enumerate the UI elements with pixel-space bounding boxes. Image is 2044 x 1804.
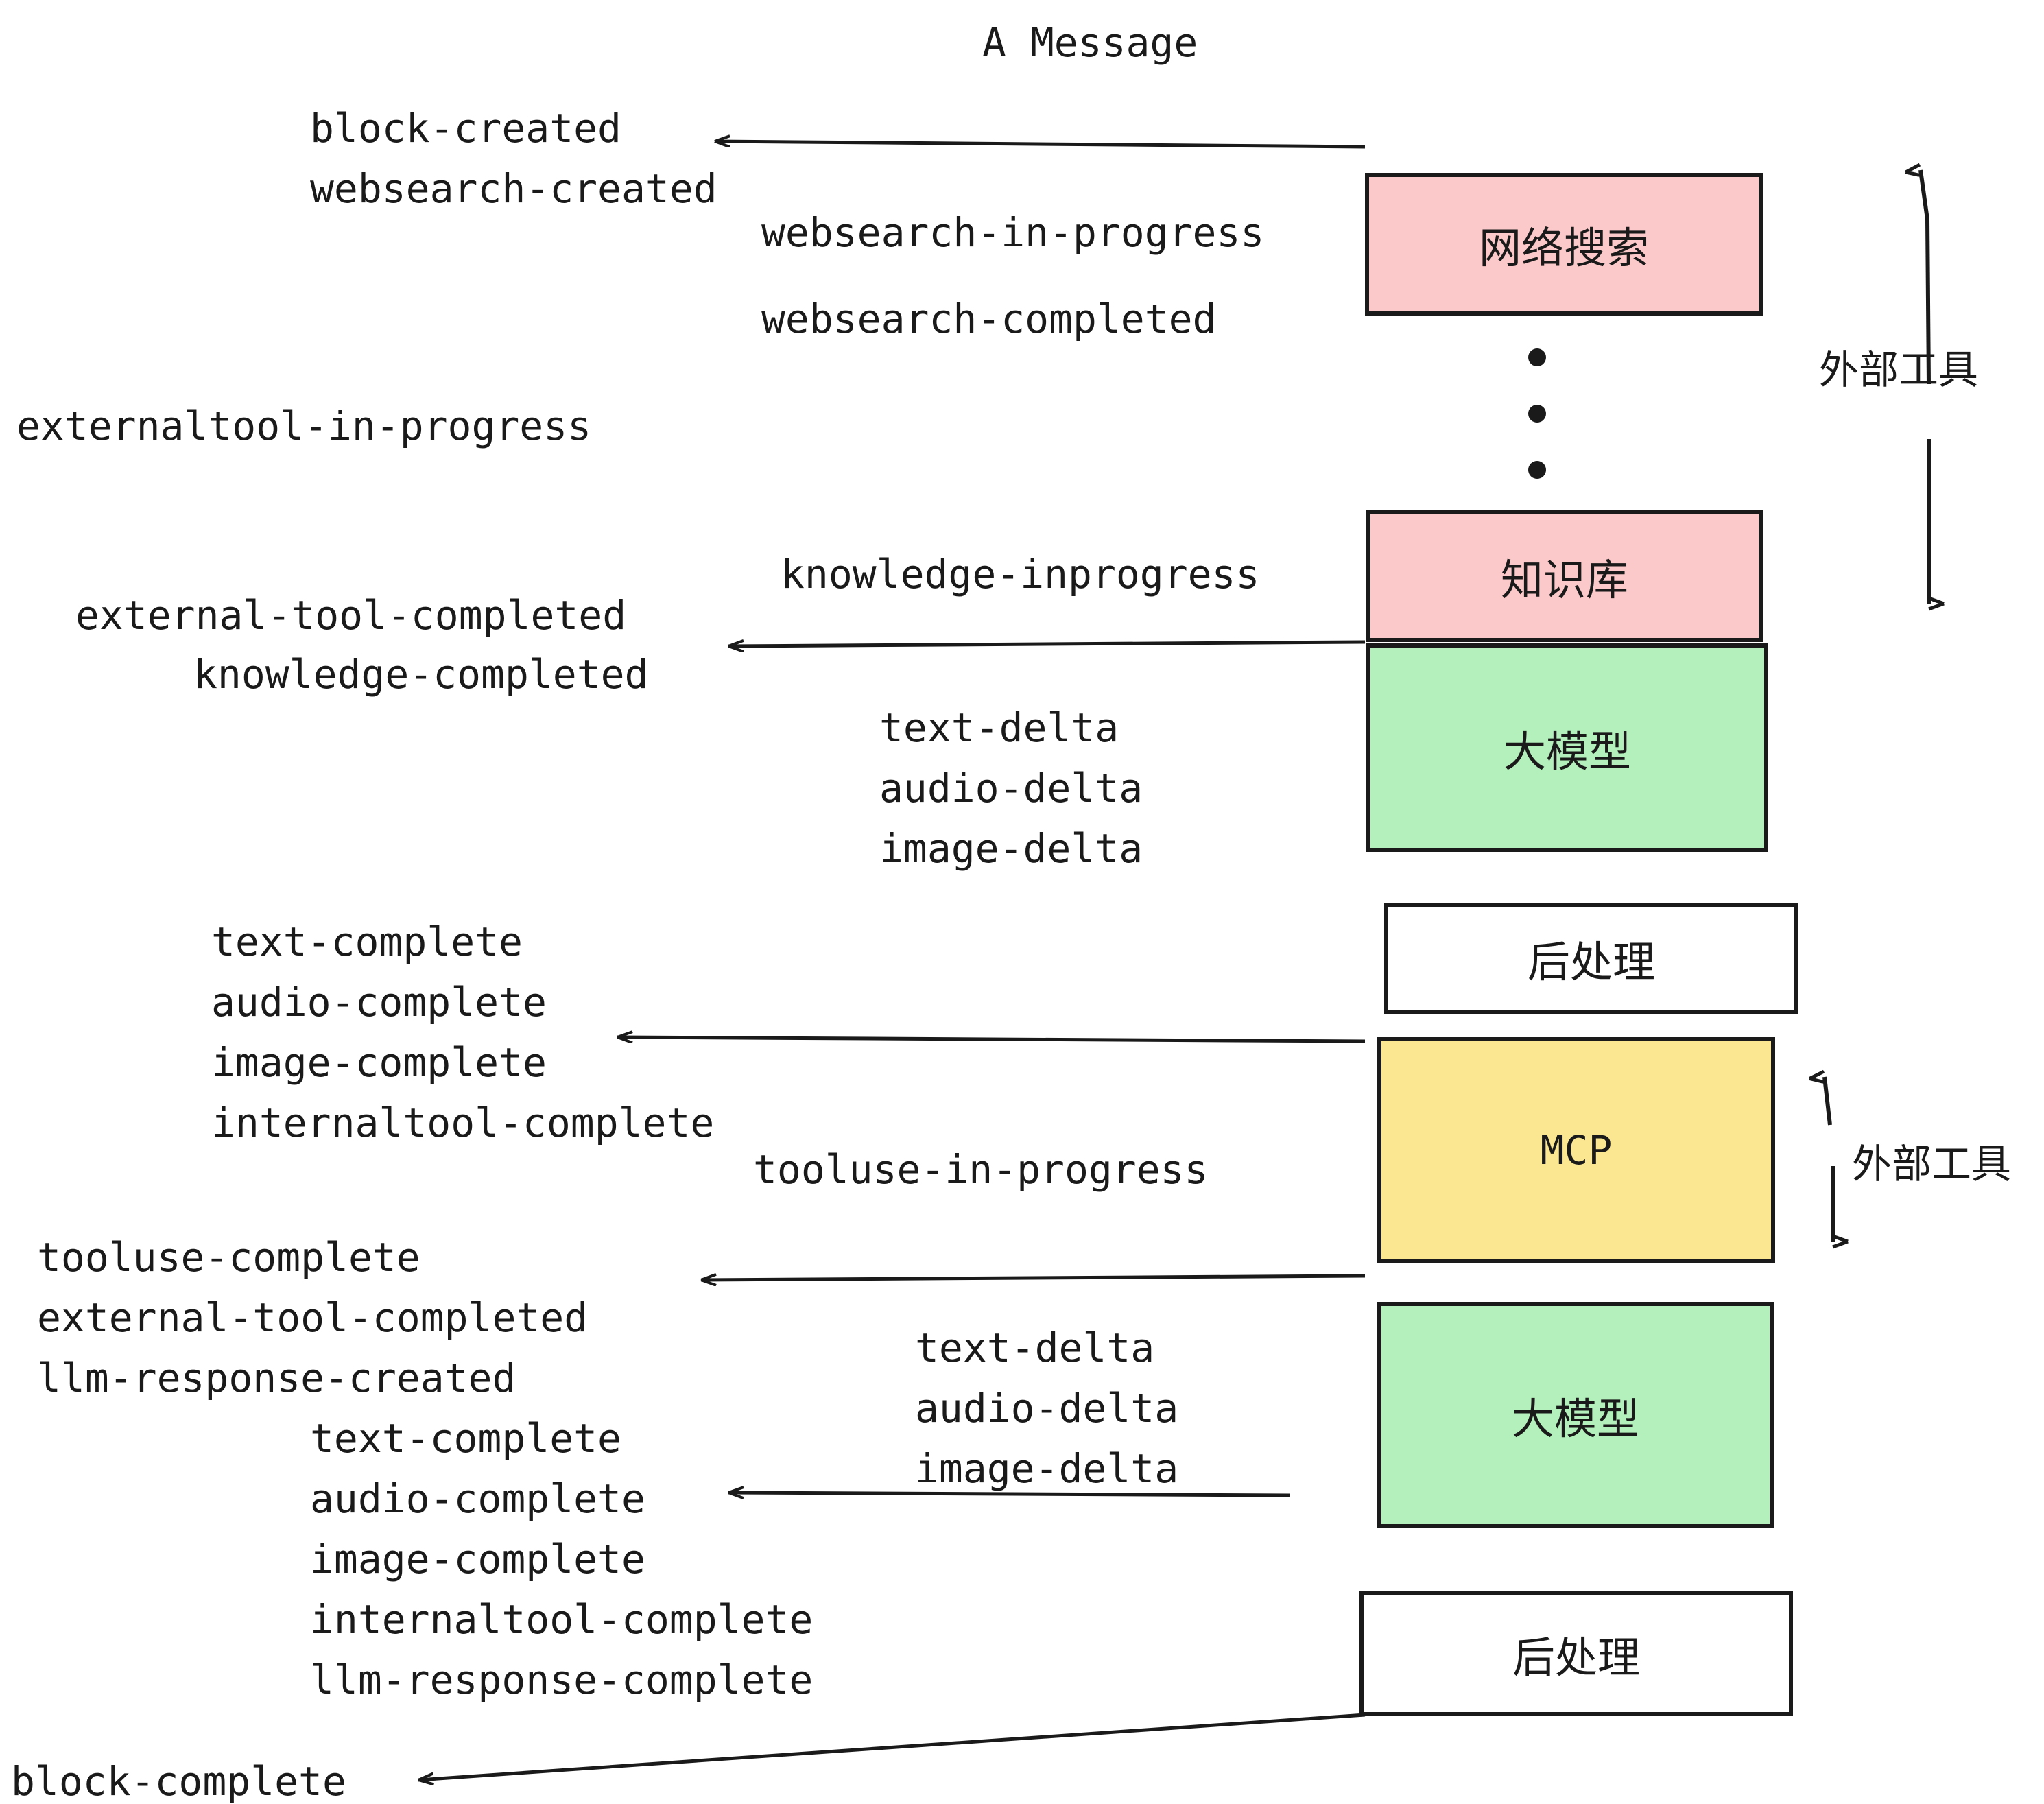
node-postprocess-1[interactable]: 后处理 [1384,903,1798,1014]
event-text-complete-1: text-complete [211,918,523,965]
event-websearch-created: websearch-created [310,165,717,212]
event-block-created: block-created [310,105,621,152]
event-audio-delta-2: audio-delta [915,1385,1179,1432]
event-text-delta-1: text-delta [879,704,1119,751]
event-llm-response-complete: llm-response-complete [310,1657,813,1703]
event-knowledge-inprogress: knowledge-inprogress [781,551,1260,597]
event-audio-delta-1: audio-delta [879,765,1143,811]
event-external-tool-completed-1: external-tool-completed [75,592,627,639]
event-image-complete-1: image-complete [211,1039,547,1086]
node-knowledge[interactable]: 知识库 [1366,510,1763,642]
node-knowledge-label: 知识库 [1500,555,1628,605]
node-mcp[interactable]: MCP [1377,1037,1775,1263]
node-llm-2[interactable]: 大模型 [1377,1302,1774,1528]
node-mcp-label: MCP [1540,1127,1613,1174]
event-block-complete: block-complete [11,1758,346,1804]
event-image-delta-2: image-delta [915,1445,1179,1492]
event-text-delta-2: text-delta [915,1325,1155,1371]
event-internaltool-complete-1: internaltool-complete [211,1100,715,1146]
event-text-complete-2: text-complete [310,1415,621,1462]
event-llm-response-created: llm-response-created [37,1355,516,1401]
event-image-delta-1: image-delta [879,825,1143,872]
side-label-external-tool-bottom: 外部工具 [1852,1141,2012,1187]
event-websearch-in-progress: websearch-in-progress [761,209,1265,256]
diagram-title: A Message [982,19,1198,66]
event-tooluse-in-progress: tooluse-in-progress [753,1146,1209,1193]
event-internaltool-complete-2: internaltool-complete [310,1596,813,1643]
node-postprocess-2-label: 后处理 [1512,1633,1640,1683]
dot [1528,405,1546,423]
event-tooluse-complete: tooluse-complete [37,1234,420,1281]
node-postprocess-2[interactable]: 后处理 [1359,1591,1793,1716]
node-postprocess-1-label: 后处理 [1527,937,1655,987]
node-llm-2-label: 大模型 [1511,1394,1639,1444]
side-label-external-tool-top: 外部工具 [1819,346,1979,393]
ellipsis-dots [1528,348,1546,517]
dot [1528,348,1546,366]
node-llm-1[interactable]: 大模型 [1366,643,1768,852]
event-audio-complete-2: audio-complete [310,1475,645,1522]
node-llm-1-label: 大模型 [1503,726,1631,776]
event-audio-complete-1: audio-complete [211,979,547,1025]
node-websearch-label: 网络搜索 [1478,223,1649,273]
event-externaltool-in-progress: externaltool-in-progress [16,403,592,449]
node-websearch[interactable]: 网络搜索 [1365,173,1763,316]
event-external-tool-completed-2: external-tool-completed [37,1294,589,1341]
event-knowledge-completed: knowledge-completed [193,651,649,698]
event-image-complete-2: image-complete [310,1536,645,1582]
dot [1528,461,1546,479]
event-websearch-completed: websearch-completed [761,296,1217,342]
